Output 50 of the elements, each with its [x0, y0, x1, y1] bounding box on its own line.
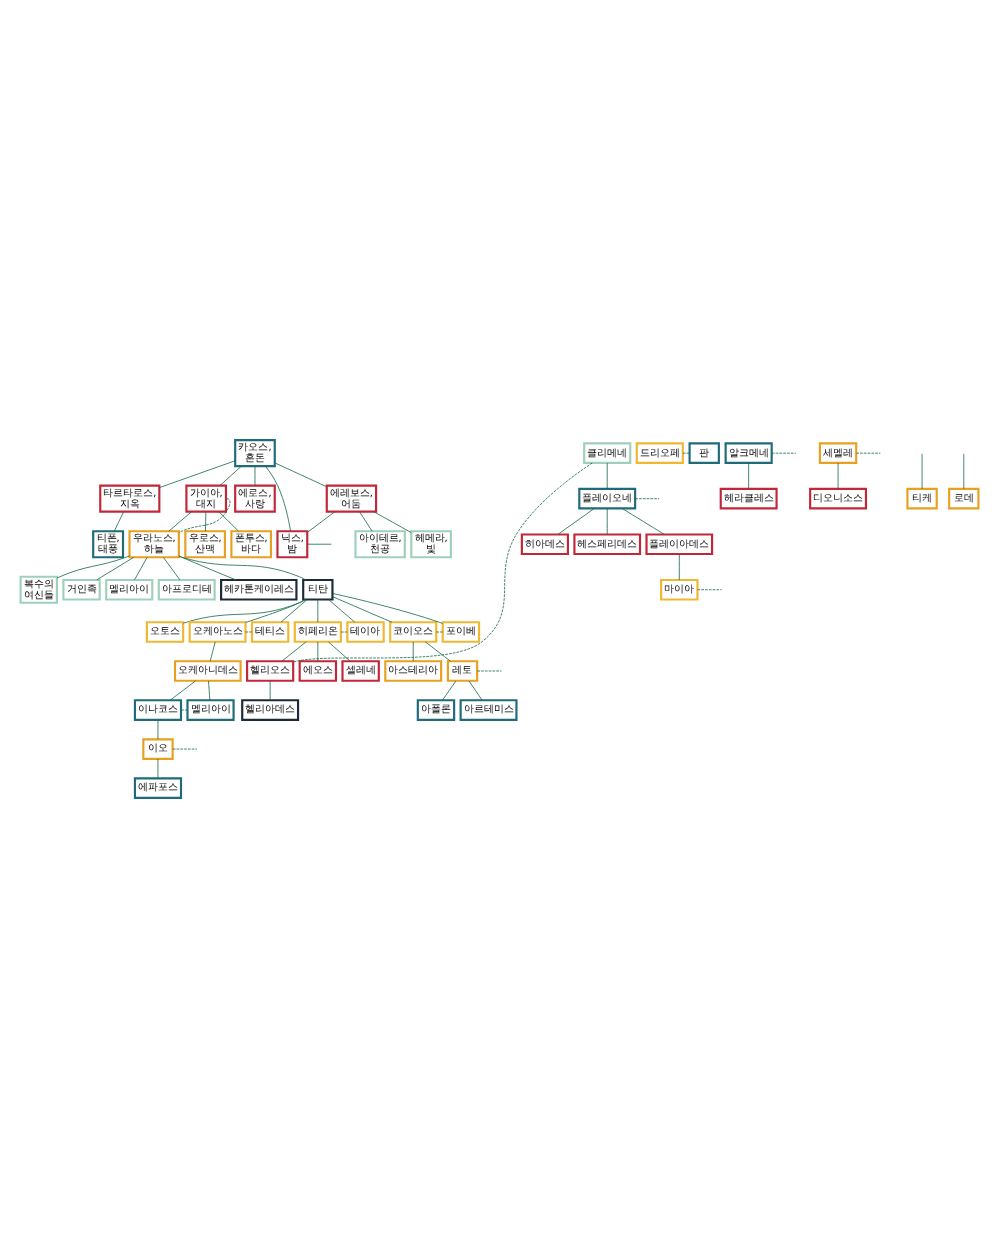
connector [411, 641, 413, 662]
connector [168, 680, 195, 701]
connector [605, 508, 607, 535]
connector [677, 553, 679, 581]
connector [208, 641, 215, 662]
connector [327, 599, 355, 623]
connector [158, 460, 235, 488]
connector [264, 465, 290, 532]
connector [218, 465, 241, 487]
connector [306, 511, 335, 533]
connector [95, 556, 134, 581]
connector [253, 465, 255, 487]
connector [467, 680, 482, 701]
connector [162, 556, 180, 581]
connector [316, 641, 318, 662]
connector [244, 599, 305, 623]
connector [181, 599, 305, 624]
connector [316, 599, 318, 623]
connector [177, 498, 230, 533]
connector [179, 709, 187, 711]
connector [441, 680, 456, 701]
connector [55, 555, 129, 579]
connector [620, 508, 664, 535]
connector [331, 596, 392, 623]
connector [273, 462, 327, 488]
connector [358, 511, 372, 532]
connector [177, 555, 236, 581]
connector [112, 511, 124, 532]
connector [424, 641, 450, 662]
connector [696, 589, 721, 591]
connector [280, 641, 306, 662]
connector [133, 556, 147, 581]
connector [331, 593, 442, 624]
connector [633, 498, 659, 500]
connector [156, 719, 158, 740]
connector [167, 511, 191, 532]
connector [372, 511, 411, 534]
connector [217, 511, 238, 532]
connector [681, 452, 689, 454]
connector [177, 555, 306, 581]
connector [770, 452, 796, 454]
connector [605, 462, 607, 490]
connector [207, 680, 210, 701]
connector [156, 758, 158, 779]
connector [279, 599, 307, 623]
connector [556, 508, 594, 535]
connector [747, 462, 749, 490]
connector [204, 511, 206, 532]
connector [327, 641, 350, 662]
connector [268, 680, 270, 701]
